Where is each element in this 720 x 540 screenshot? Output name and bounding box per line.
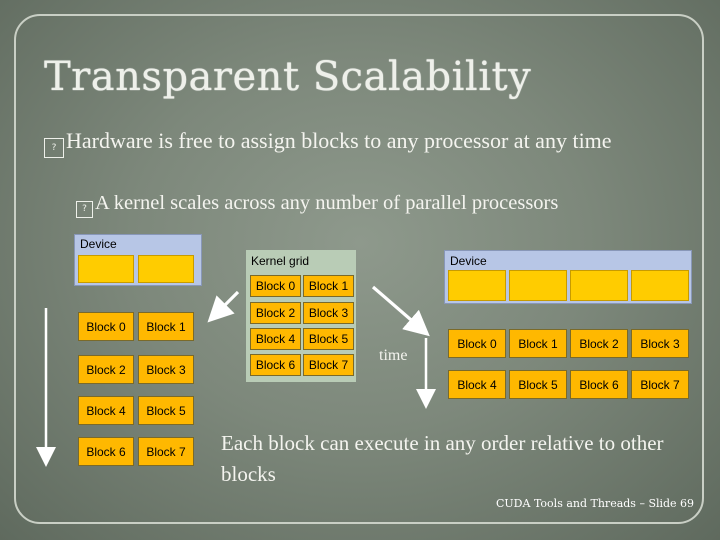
left-block: Block 7 bbox=[138, 437, 194, 466]
grid-block: Block 5 bbox=[303, 328, 354, 350]
caption-text: Each block can execute in any order rela… bbox=[221, 431, 664, 486]
processor-slot bbox=[138, 255, 194, 283]
left-block: Block 2 bbox=[78, 355, 134, 384]
bullet-icon: ? bbox=[76, 201, 93, 218]
processor-slot bbox=[448, 270, 506, 301]
kernel-grid-label: Kernel grid bbox=[251, 254, 310, 268]
left-block: Block 4 bbox=[78, 396, 134, 425]
grid-block: Block 1 bbox=[303, 275, 354, 297]
bullet-icon: ? bbox=[44, 138, 64, 158]
grid-block: Block 3 bbox=[303, 302, 354, 324]
bullet-sub: ?A kernel scales across any number of pa… bbox=[76, 190, 696, 218]
processor-slot bbox=[570, 270, 628, 301]
right-block: Block 5 bbox=[509, 370, 567, 399]
grid-block: Block 2 bbox=[250, 302, 301, 324]
left-block: Block 5 bbox=[138, 396, 194, 425]
right-block: Block 0 bbox=[448, 329, 506, 358]
grid-block: Block 4 bbox=[250, 328, 301, 350]
grid-block: Block 0 bbox=[250, 275, 301, 297]
processor-slot bbox=[78, 255, 134, 283]
grid-block: Block 6 bbox=[250, 354, 301, 376]
left-block: Block 1 bbox=[138, 312, 194, 341]
slide-footer: CUDA Tools and Threads – Slide 69 bbox=[496, 497, 695, 510]
left-block: Block 6 bbox=[78, 437, 134, 466]
right-block: Block 4 bbox=[448, 370, 506, 399]
right-device-label: Device bbox=[450, 254, 487, 268]
right-block: Block 1 bbox=[509, 329, 567, 358]
bullet-sub-text: A kernel scales across any number of par… bbox=[95, 192, 559, 214]
right-block: Block 7 bbox=[631, 370, 689, 399]
processor-slot bbox=[631, 270, 689, 301]
processor-slot bbox=[509, 270, 567, 301]
slide-title: Transparent Scalability bbox=[44, 54, 532, 100]
bullet-main: ?Hardware is free to assign blocks to an… bbox=[44, 126, 684, 158]
left-block: Block 0 bbox=[78, 312, 134, 341]
grid-block: Block 7 bbox=[303, 354, 354, 376]
time-label: time bbox=[379, 347, 408, 364]
right-block: Block 6 bbox=[570, 370, 628, 399]
right-block: Block 2 bbox=[570, 329, 628, 358]
bullet-main-text: Hardware is free to assign blocks to any… bbox=[66, 128, 612, 153]
left-block: Block 3 bbox=[138, 355, 194, 384]
right-block: Block 3 bbox=[631, 329, 689, 358]
left-device-label: Device bbox=[80, 237, 117, 251]
slide-frame bbox=[14, 14, 704, 524]
